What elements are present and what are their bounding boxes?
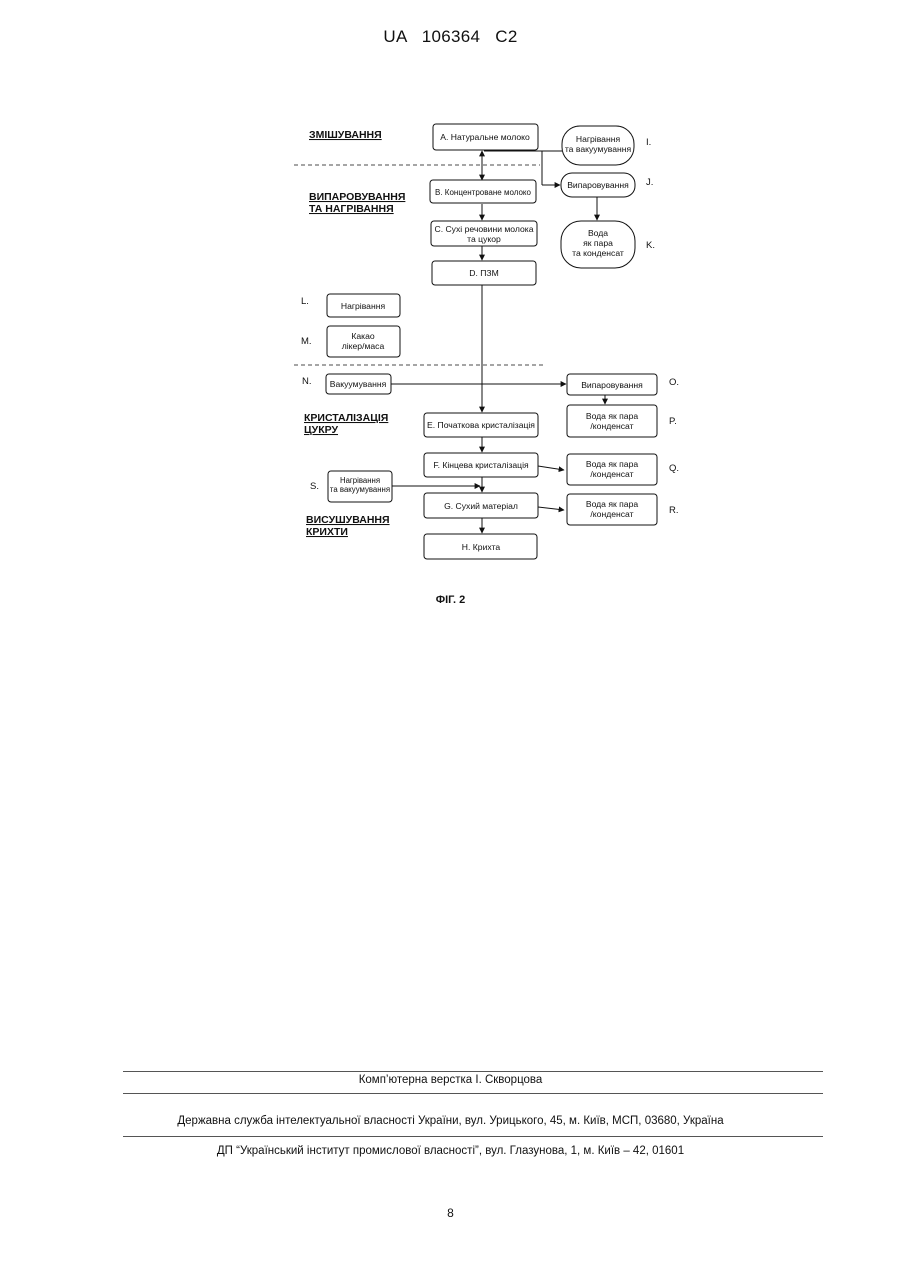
- letter-J: J.: [646, 177, 653, 188]
- box-H: H. Крихта: [424, 534, 537, 559]
- section-crystallization-line2: ЦУКРУ: [304, 424, 338, 436]
- letter-M: M.: [301, 336, 312, 347]
- footer-service: Державна служба інтелектуальної власност…: [0, 1115, 901, 1127]
- letter-N: N.: [302, 376, 312, 387]
- box-G-label: G. Сухий матеріал: [444, 501, 518, 511]
- box-L: Нагрівання: [327, 294, 400, 317]
- box-C: C. Сухі речовини молока та цукор: [431, 221, 537, 246]
- box-S-label-line1: Нагрівання: [340, 476, 380, 485]
- box-L-label: Нагрівання: [341, 301, 386, 311]
- box-Q-label-line1: Вода як пара: [586, 459, 639, 469]
- box-P: Вода як пара /конденсат: [567, 405, 657, 437]
- box-R-label-line1: Вода як пара: [586, 499, 639, 509]
- box-R-label-line2: /конденсат: [590, 509, 633, 519]
- letter-R: R.: [669, 505, 679, 516]
- section-drying-line2: КРИХТИ: [306, 526, 348, 538]
- box-S-label-line2: та вакуумування: [330, 485, 390, 494]
- box-N: Вакуумування: [326, 374, 391, 394]
- footer-typeset: Комп’ютерна верстка І. Скворцова: [0, 1074, 901, 1086]
- box-F-label: F. Кінцева кристалізація: [433, 460, 529, 470]
- box-K-label-line1: Вода: [588, 228, 608, 238]
- box-O-label: Випаровування: [581, 380, 643, 390]
- box-R: Вода як пара /конденсат: [567, 494, 657, 525]
- box-C-label-line2: та цукор: [467, 234, 501, 244]
- footer-divider-mid: [123, 1093, 823, 1094]
- footer-divider-top: [123, 1071, 823, 1072]
- letter-I: I.: [646, 137, 651, 148]
- box-S: Нагрівання та вакуумування: [328, 471, 392, 502]
- box-I: Нагрівання та вакуумування: [562, 126, 634, 165]
- box-D-label: D. ПЗМ: [469, 268, 499, 278]
- section-drying-line1: ВИСУШУВАННЯ: [306, 514, 390, 526]
- box-K-label-line2: як пара: [583, 238, 613, 248]
- section-evaporation-line2: ТА НАГРІВАННЯ: [309, 203, 394, 215]
- letter-Q: Q.: [669, 463, 679, 474]
- section-evaporation-line1: ВИПАРОВУВАННЯ: [309, 191, 405, 203]
- footer-institute: ДП “Український інститут промислової вла…: [0, 1145, 901, 1157]
- box-J: Випаровування: [561, 173, 635, 197]
- footer-divider-bottom: [123, 1136, 823, 1137]
- box-I-label-line1: Нагрівання: [576, 134, 621, 144]
- box-E: E. Початкова кристалізація: [424, 413, 538, 437]
- letter-L: L.: [301, 296, 309, 307]
- box-M-label-line2: лікер/маса: [342, 341, 385, 351]
- box-A-label: A. Натуральне молоко: [440, 132, 530, 142]
- box-D: D. ПЗМ: [432, 261, 536, 285]
- letter-S: S.: [310, 481, 319, 492]
- page-number: 8: [0, 1206, 901, 1220]
- box-O: Випаровування: [567, 374, 657, 395]
- box-J-label: Випаровування: [567, 180, 629, 190]
- box-I-label-line2: та вакуумування: [565, 144, 632, 154]
- box-E-label: E. Початкова кристалізація: [427, 420, 535, 430]
- box-C-label-line1: C. Сухі речовини молока: [434, 224, 533, 234]
- box-B-label: B. Концентроване молоко: [435, 188, 532, 197]
- box-P-label-line2: /конденсат: [590, 421, 633, 431]
- box-K-label-line3: та конденсат: [572, 248, 624, 258]
- box-F: F. Кінцева кристалізація: [424, 453, 538, 477]
- section-crystallization-line1: КРИСТАЛІЗАЦІЯ: [304, 412, 388, 424]
- process-flow-diagram: ЗМІШУВАННЯ ВИПАРОВУВАННЯ ТА НАГРІВАННЯ К…: [0, 0, 901, 620]
- box-A: A. Натуральне молоко: [433, 124, 538, 150]
- box-H-label: H. Крихта: [462, 542, 501, 552]
- box-M: Какао лікер/маса: [327, 326, 400, 357]
- letter-K: K.: [646, 240, 655, 251]
- figure-caption: ФІГ. 2: [0, 594, 901, 606]
- box-N-label: Вакуумування: [330, 379, 387, 389]
- letter-P: P.: [669, 416, 677, 427]
- box-P-label-line1: Вода як пара: [586, 411, 639, 421]
- box-Q-label-line2: /конденсат: [590, 469, 633, 479]
- box-Q: Вода як пара /конденсат: [567, 454, 657, 485]
- letter-O: O.: [669, 377, 679, 388]
- section-mixing: ЗМІШУВАННЯ: [309, 129, 382, 141]
- box-K: Вода як пара та конденсат: [561, 221, 635, 268]
- box-G: G. Сухий матеріал: [424, 493, 538, 518]
- box-M-label-line1: Какао: [351, 331, 375, 341]
- box-B: B. Концентроване молоко: [430, 180, 536, 203]
